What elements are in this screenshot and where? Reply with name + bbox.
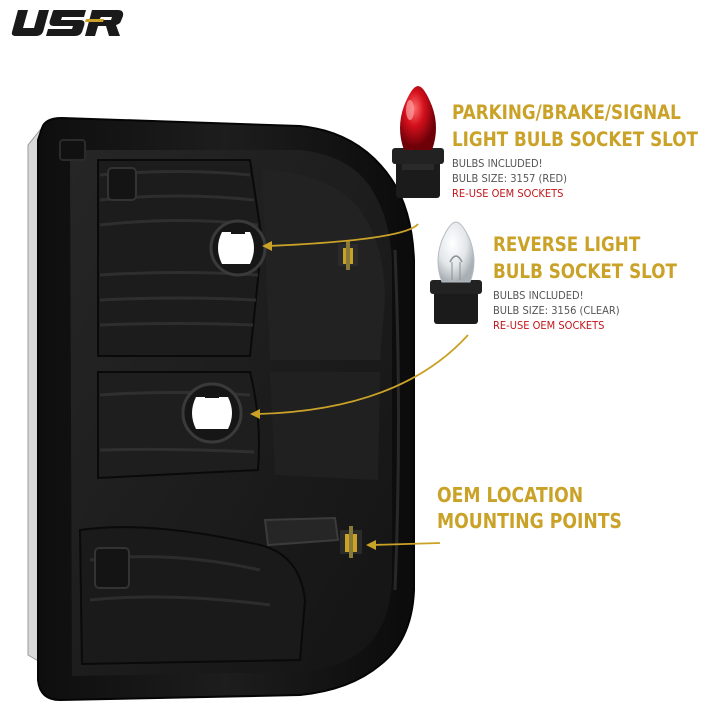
arrow-reverse bbox=[257, 334, 469, 415]
callout-warning: RE-USE OEM SOCKETS bbox=[493, 319, 605, 332]
bottom-mounting-stud bbox=[340, 526, 362, 558]
callout-brake-signal: PARKING/BRAKE/SIGNAL LIGHT BULB SOCKET S… bbox=[452, 99, 720, 201]
top-mounting-stud bbox=[338, 240, 358, 270]
callout-reverse-light: REVERSE LIGHT BULB SOCKET SLOT BULBS INC… bbox=[493, 231, 707, 333]
callout-title: REVERSE LIGHT bbox=[493, 233, 641, 256]
callout-title: MOUNTING POINTS bbox=[437, 509, 622, 533]
callout-oem-mounting: OEM LOCATION MOUNTING POINTS bbox=[437, 482, 652, 534]
callout-detail: BULB SIZE: 3156 (CLEAR) bbox=[493, 304, 620, 317]
arrow-brake bbox=[267, 223, 419, 247]
callout-title: LIGHT BULB SOCKET SLOT bbox=[452, 128, 698, 151]
callout-detail: BULBS INCLUDED! bbox=[452, 157, 543, 170]
arrow-oem bbox=[371, 542, 441, 546]
callout-warning: RE-USE OEM SOCKETS bbox=[452, 187, 564, 200]
callout-title: PARKING/BRAKE/SIGNAL bbox=[452, 101, 681, 124]
callout-title: BULB SOCKET SLOT bbox=[493, 260, 677, 283]
usr-logo bbox=[11, 10, 124, 36]
callout-title: OEM LOCATION bbox=[437, 483, 584, 507]
red-bulb-3157 bbox=[392, 86, 444, 198]
clear-bulb-3156 bbox=[430, 221, 482, 324]
middle-socket-hole bbox=[181, 382, 243, 444]
callout-detail: BULBS INCLUDED! bbox=[493, 289, 584, 302]
callout-detail: BULB SIZE: 3157 (RED) bbox=[452, 172, 568, 185]
top-socket-hole bbox=[209, 219, 267, 277]
